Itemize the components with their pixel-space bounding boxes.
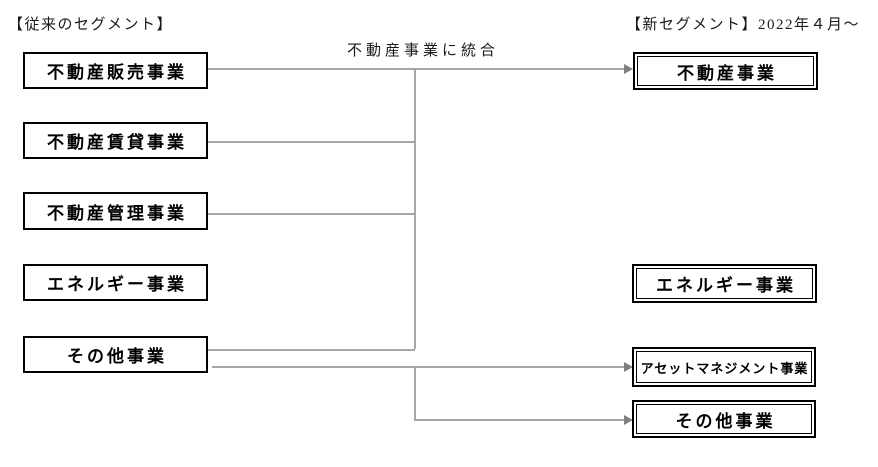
connector-management-to-trunk [208,213,415,215]
merge-annotation: 不動産事業に統合 [347,43,500,59]
old-segment-box-realestate-leasing: 不動産賃貸事業 [23,122,208,159]
connector-other-branch-down [414,366,416,419]
connector-other-to-trunk [208,349,415,351]
old-segment-box-realestate-sales: 不動産販売事業 [23,52,208,89]
connector-other-to-assetmanagement [212,366,627,368]
old-segment-label: 不動産賃貸事業 [47,133,187,152]
arrowhead-realestate-icon [624,64,633,74]
new-segment-box-energy: エネルギー事業 [632,264,817,303]
new-segment-label: アセットマネジメント事業 [640,360,809,376]
old-segment-label: その他事業 [67,347,167,366]
new-segment-label: 不動産事業 [677,63,777,83]
new-segment-box-inner-border: その他事業 [636,404,812,434]
new-segment-box-realestate: 不動産事業 [633,52,818,90]
old-segment-box-other: その他事業 [23,336,208,373]
old-segment-box-energy: エネルギー事業 [23,264,208,301]
new-segment-box-other: その他事業 [632,400,816,438]
old-segment-label: 不動産管理事業 [47,203,187,223]
new-segment-label: エネルギー事業 [656,276,796,295]
arrowhead-assetmanagement-icon [624,362,633,372]
connector-branch-to-other-new [414,419,627,421]
new-segments-header: 【新セグメント】2022年４月～ [626,17,861,33]
new-segment-label: その他事業 [675,411,776,431]
old-segment-box-realestate-management: 不動産管理事業 [23,192,208,230]
connector-merge-trunk [414,68,416,349]
arrowhead-other-new-icon [624,415,633,425]
connector-sales-to-realestate [208,68,627,70]
old-segment-label: エネルギー事業 [47,275,187,294]
new-segment-box-assetmanagement: アセットマネジメント事業 [632,347,816,387]
new-segment-box-inner-border: アセットマネジメント事業 [636,351,812,383]
new-segment-box-inner-border: エネルギー事業 [636,268,813,299]
old-segment-label: 不動産販売事業 [47,63,187,82]
new-segment-box-inner-border: 不動産事業 [637,56,814,86]
connector-leasing-to-trunk [208,141,415,143]
old-segments-header: 【従来のセグメント】 [8,17,174,33]
